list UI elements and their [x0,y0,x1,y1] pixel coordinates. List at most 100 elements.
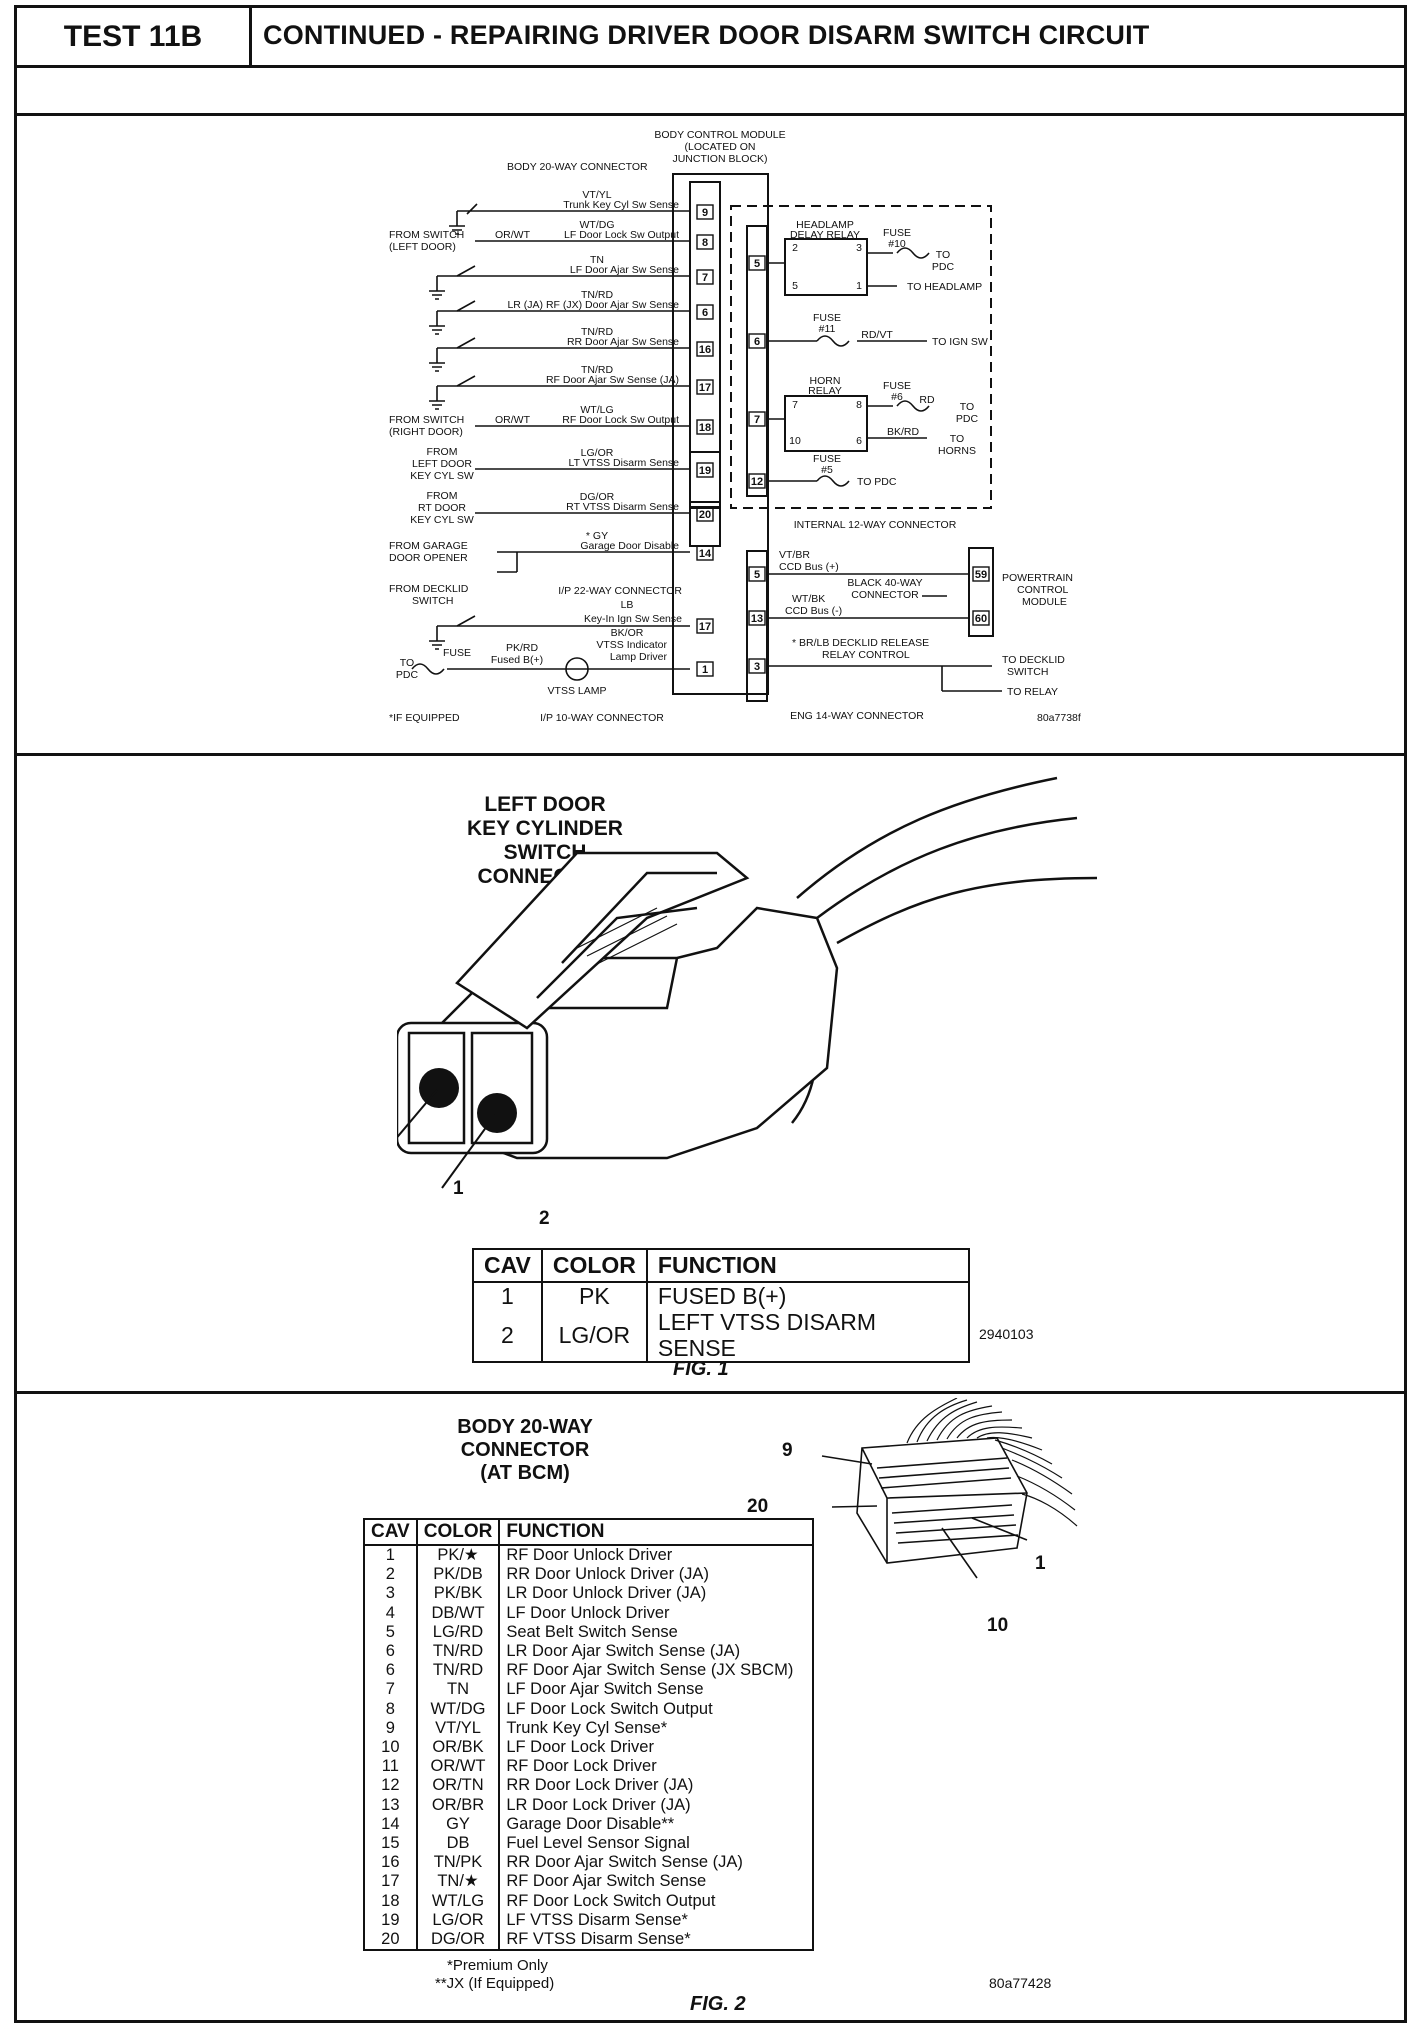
pin-number: 18 [699,422,711,434]
fig1-title-line1: LEFT DOOR [484,793,606,816]
pin-number: 8 [702,237,708,249]
fig2-color: TN/★ [415,1872,501,1892]
internal-12way-label: INTERNAL 12-WAY CONNECTOR [794,519,957,531]
fig2-color: OR/TN [415,1776,501,1796]
fig2-cav: 16 [363,1853,418,1873]
fig2-function: LF Door Lock Driver [498,1738,815,1758]
pin-number: 59 [975,569,987,581]
fig2-color: LG/RD [415,1622,501,1643]
fig-code: 80a7738f [1037,712,1081,724]
relay-pin: 7 [792,399,798,411]
fig2-function: RF Door Ajar Switch Sense [498,1872,815,1892]
eng14-label: ENG 14-WAY CONNECTOR [790,710,924,722]
fuse-6 [896,400,930,412]
schematic-label: Key-In Ign Sw Sense [584,613,682,625]
bcm-label: BODY CONTROL MODULE [654,129,785,141]
bcm-label: (LOCATED ON [685,141,756,153]
schematic-label: HORNS [938,445,976,457]
circuit-function: RF Door Ajar Sw Sense (JA) [546,374,679,386]
relay-pin: 6 [856,435,862,447]
wire-color: WT/LG [580,404,613,416]
ip22-label: I/P 22-WAY CONNECTOR [558,585,682,597]
schematic-label: TO [936,249,950,261]
pin-number: 1 [702,664,708,676]
fig2-cav: 17 [363,1872,418,1892]
fig1-callout-2: 2 [539,1208,550,1229]
fig2-function: LF Door Lock Switch Output [498,1699,815,1719]
wire-color: RD [919,394,935,406]
fig2-callout-1: 1 [1035,1553,1046,1574]
fig2-function: RR Door Ajar Switch Sense (JA) [498,1853,815,1873]
wire-color: TN/RD [581,364,613,376]
schematic-label: TO DECKLID [1002,654,1065,666]
fig2-function: LF Door Unlock Driver [498,1603,815,1623]
pin-box [696,462,714,478]
fig1-title: LEFT DOOR KEY CYLINDER SWITCH CONNECTOR [445,793,645,889]
fig2-title: BODY 20-WAY CONNECTOR (AT BCM) [435,1416,615,1485]
eng14-connector [746,550,768,702]
circuit-function: RF Door Lock Sw Output [562,414,679,426]
fig2-color: LG/OR [415,1910,501,1931]
fig2-function: Seat Belt Switch Sense [498,1622,815,1643]
fig1-color: LG/OR [540,1309,648,1362]
wire-color: WT/BK [792,593,825,605]
table-row: 2 LG/OR LEFT VTSS DISARM SENSE [472,1309,970,1362]
body20-label: BODY 20-WAY CONNECTOR [507,161,648,173]
pin-box [972,610,990,626]
ground-switches [429,203,487,650]
schematic-label: RELAY CONTROL [822,649,910,661]
from-switch-left: FROM SWITCH [389,229,464,241]
vtss-lamp-icon [565,657,589,681]
from-switch-right: (RIGHT DOOR) [389,426,463,438]
circuit-function: RT VTSS Disarm Sense [566,501,679,513]
test-id: TEST 11B [17,8,252,65]
fig2-function: LR Door Unlock Driver (JA) [498,1584,815,1604]
wire-color: BK/OR [611,627,644,639]
fig2-title-line2: CONNECTOR [460,1439,590,1461]
pin-box [748,411,766,427]
fig2-color: GY [415,1814,501,1835]
body20-connector [689,181,721,503]
fig1-code: 2940103 [979,1326,1034,1342]
relay-pin: 5 [792,280,798,292]
wire-color: RD/VT [861,329,893,341]
fig2-function: Garage Door Disable** [498,1814,815,1835]
fig2-cav: 19 [363,1910,418,1931]
wire-color: BK/RD [887,426,920,438]
fig2-title-line1: BODY 20-WAY [457,1416,593,1438]
terminal-2 [477,1093,517,1133]
fig2-color: TN/RD [415,1661,501,1681]
circuit-function: RR Door Ajar Sw Sense [567,336,679,348]
pin-box [748,566,766,582]
fig2-function: RF Door Unlock Driver [498,1545,815,1566]
fig1-caption: FIG. 1 [673,1358,729,1380]
wire-color: VT/BR [779,549,810,561]
fig1-callout-1: 1 [453,1178,464,1199]
fuse-pdc [411,663,445,675]
schematic-label: KEY CYL SW [410,470,474,482]
wire-color: VT/YL [582,189,611,201]
internal-12way-connector [746,225,768,497]
fig1-function: LEFT VTSS DISARM SENSE [645,1309,970,1362]
fig2-color: TN/PK [415,1853,501,1873]
pin-box [748,610,766,626]
schematic-label: HEADLAMP [796,219,854,231]
pin-number: 7 [702,272,708,284]
pin-box [696,506,714,522]
circuit-function: LF Door Lock Sw Output [564,229,679,241]
schematic-label: PDC [956,413,979,425]
relay-pin: 8 [856,399,862,411]
internal-12way-box [730,205,992,509]
schematic-label: RELAY [808,385,842,397]
footnote: *IF EQUIPPED [389,712,460,724]
bcm-label: JUNCTION BLOCK) [672,153,767,165]
key-cylinder-connector-drawing [397,776,1098,1189]
fig1-cav: 1 [472,1282,543,1309]
